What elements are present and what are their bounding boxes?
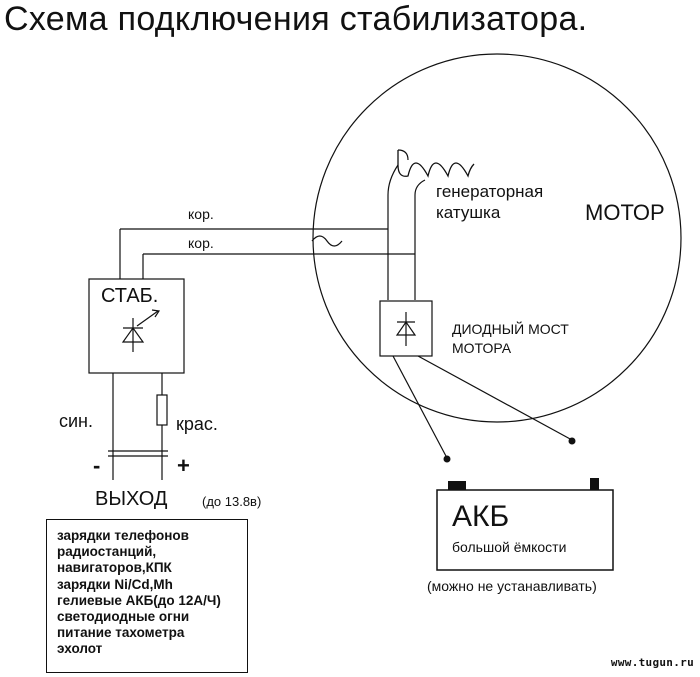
watermark: www.tugun.ru [610, 656, 694, 669]
ac-symbol [311, 235, 343, 247]
gen-coil-label-2: катушка [436, 203, 501, 222]
usage-item: навигаторов,КПК [57, 560, 172, 576]
page-title: Схема подключения стабилизатора. [4, 0, 588, 38]
usage-item: светодиодные огни [57, 609, 190, 625]
motor-circle [312, 53, 682, 423]
output-voltage-note: (до 13.8в) [202, 494, 262, 509]
battery-label: АКБ [452, 500, 510, 533]
wire-blue-label: син. [59, 411, 93, 431]
diode-bridge-label-2: МОТОРА [452, 340, 512, 356]
usage-item: эхолот [57, 641, 103, 657]
usage-item: зарядки телефонов [57, 528, 189, 543]
battery-optional-note: (можно не устанавливать) [427, 578, 597, 594]
usage-item: радиостанций, [57, 544, 157, 560]
stab-label: СТАБ. [101, 285, 159, 307]
usage-item: зарядки Ni/Cd,Mh [57, 576, 173, 592]
kor-label-2: кор. [188, 235, 214, 251]
fuse [156, 394, 168, 426]
usage-item: гелиевые АКБ(до 12А/Ч) [57, 592, 221, 608]
minus-sign: - [93, 453, 101, 478]
kor-label-1: кор. [188, 206, 214, 222]
stabilizer-box [88, 278, 185, 374]
gen-coil-label-1: генераторная [436, 182, 544, 201]
generator-coil [397, 150, 475, 178]
diode-bridge-box [379, 300, 433, 357]
plus-sign: + [177, 453, 190, 478]
usage-list-box: зарядки телефонов радиостанций, навигато… [46, 519, 248, 673]
diode-bridge-label-1: ДИОДНЫЙ МОСТ [452, 321, 569, 337]
battery-box [436, 489, 614, 571]
usage-item: питание тахометра [57, 625, 185, 641]
battery-terminal-neg [448, 481, 466, 490]
battery-sublabel: большой ёмкости [452, 539, 567, 555]
motor-label: МОТОР [585, 200, 665, 225]
wire-red-label: крас. [176, 414, 218, 434]
output-label: ВЫХОД [95, 488, 168, 510]
battery-terminal-pos [590, 478, 599, 490]
